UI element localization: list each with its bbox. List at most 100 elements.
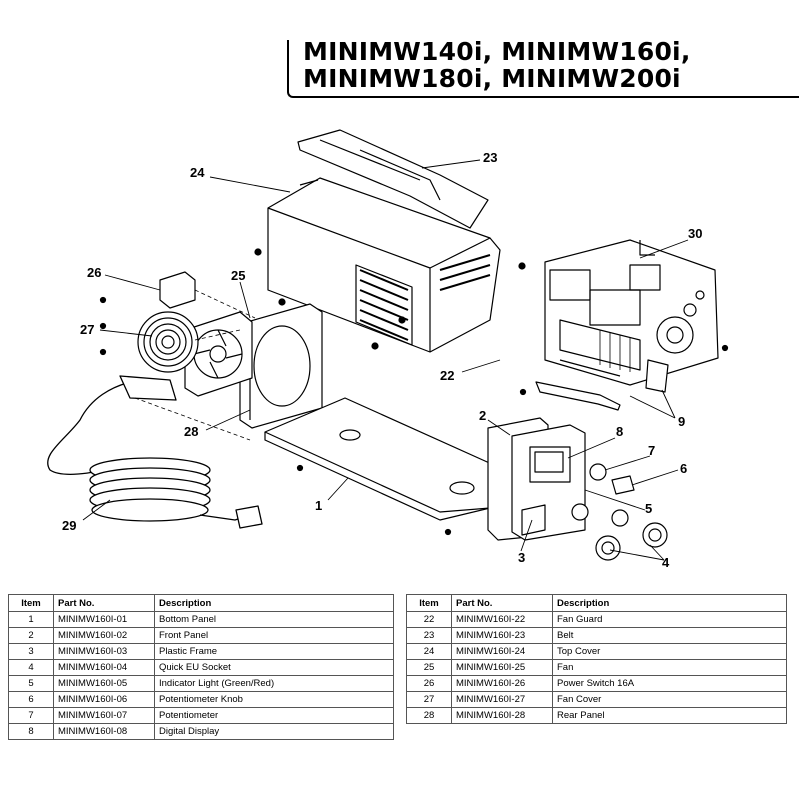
description-cell: Fan bbox=[552, 659, 787, 676]
part-no-cell: MINIMW160I-25 bbox=[451, 659, 553, 676]
description-cell: Top Cover bbox=[552, 643, 787, 660]
callout-8: 8 bbox=[616, 424, 623, 439]
item-cell: 8 bbox=[8, 723, 54, 740]
description-cell: Quick EU Socket bbox=[154, 659, 394, 676]
callout-27: 27 bbox=[80, 322, 94, 337]
callout-4: 4 bbox=[662, 555, 670, 570]
power-cable-part bbox=[47, 375, 263, 529]
item-cell: 27 bbox=[406, 691, 452, 708]
bracket-part bbox=[535, 381, 621, 411]
exploded-parts-diagram: 24 23 26 25 30 27 22 28 9 2 8 7 6 1 5 29… bbox=[47, 129, 729, 570]
item-cell: 3 bbox=[8, 643, 54, 660]
bottom-panel-part bbox=[264, 397, 506, 521]
description-cell: Fan Cover bbox=[552, 691, 787, 708]
part-no-cell: MINIMW160I-02 bbox=[53, 627, 155, 644]
quick-socket-part bbox=[571, 503, 668, 561]
callout-22: 22 bbox=[440, 368, 454, 383]
item-cell: 22 bbox=[406, 611, 452, 628]
item-cell: 1 bbox=[8, 611, 54, 628]
callout-26: 26 bbox=[87, 265, 101, 280]
part-no-cell: MINIMW160I-01 bbox=[53, 611, 155, 628]
description-cell: Fan Guard bbox=[552, 611, 787, 628]
callout-2: 2 bbox=[479, 408, 486, 423]
part-no-cell: MINIMW160I-08 bbox=[53, 723, 155, 740]
model-title-line-1: MINIMW140i, MINIMW160i, bbox=[303, 40, 691, 66]
callout-5: 5 bbox=[645, 501, 652, 516]
description-cell: Digital Display bbox=[154, 723, 394, 740]
top-cover-part bbox=[267, 177, 501, 353]
table-header-row: Item Part No. Description bbox=[406, 594, 787, 612]
part-no-cell: MINIMW160I-28 bbox=[451, 707, 553, 724]
item-cell: 24 bbox=[406, 643, 452, 660]
callout-7: 7 bbox=[648, 443, 655, 458]
description-column-header: Description bbox=[154, 594, 394, 612]
item-cell: 28 bbox=[406, 707, 452, 724]
callout-1: 1 bbox=[315, 498, 322, 513]
item-cell: 23 bbox=[406, 627, 452, 644]
description-cell: Belt bbox=[552, 627, 787, 644]
item-cell: 6 bbox=[8, 691, 54, 708]
callout-6: 6 bbox=[680, 461, 687, 476]
pcb-assembly-part bbox=[544, 239, 719, 386]
item-cell: 26 bbox=[406, 675, 452, 692]
description-cell: Bottom Panel bbox=[154, 611, 394, 628]
part-no-cell: MINIMW160I-24 bbox=[451, 643, 553, 660]
model-title-line-2: MINIMW180i, MINIMW200i bbox=[303, 64, 681, 93]
part-no-cell: MINIMW160I-05 bbox=[53, 675, 155, 692]
part-no-cell: MINIMW160I-04 bbox=[53, 659, 155, 676]
table-header-row: Item Part No. Description bbox=[8, 594, 394, 612]
power-switch-part bbox=[159, 271, 196, 309]
part-no-cell: MINIMW160I-27 bbox=[451, 691, 553, 708]
part-no-cell: MINIMW160I-03 bbox=[53, 643, 155, 660]
fan-cover-part bbox=[137, 311, 199, 373]
description-cell: Rear Panel bbox=[552, 707, 787, 724]
part-no-cell: MINIMW160I-06 bbox=[53, 691, 155, 708]
part-no-column-header: Part No. bbox=[53, 594, 155, 612]
item-cell: 5 bbox=[8, 675, 54, 692]
description-cell: Plastic Frame bbox=[154, 643, 394, 660]
callout-25: 25 bbox=[231, 268, 245, 283]
description-cell: Power Switch 16A bbox=[552, 675, 787, 692]
description-cell: Potentiometer Knob bbox=[154, 691, 394, 708]
fan-part bbox=[184, 311, 253, 397]
description-cell: Potentiometer bbox=[154, 707, 394, 724]
part-no-cell: MINIMW160I-22 bbox=[451, 611, 553, 628]
part-no-cell: MINIMW160I-07 bbox=[53, 707, 155, 724]
item-cell: 2 bbox=[8, 627, 54, 644]
item-cell: 4 bbox=[8, 659, 54, 676]
item-cell: 7 bbox=[8, 707, 54, 724]
callout-30: 30 bbox=[688, 226, 702, 241]
item-column-header: Item bbox=[406, 594, 452, 612]
callout-28: 28 bbox=[184, 424, 198, 439]
item-column-header: Item bbox=[8, 594, 54, 612]
belt-part bbox=[297, 129, 489, 229]
description-cell: Front Panel bbox=[154, 627, 394, 644]
callout-3: 3 bbox=[518, 550, 525, 565]
part-no-column-header: Part No. bbox=[451, 594, 553, 612]
item-cell: 25 bbox=[406, 659, 452, 676]
callout-24: 24 bbox=[190, 165, 205, 180]
description-column-header: Description bbox=[552, 594, 787, 612]
description-cell: Indicator Light (Green/Red) bbox=[154, 675, 394, 692]
callout-9: 9 bbox=[678, 414, 685, 429]
callout-29: 29 bbox=[62, 518, 76, 533]
model-title-box: MINIMW140i, MINIMW160i, MINIMW180i, MINI… bbox=[287, 40, 799, 98]
part-no-cell: MINIMW160I-26 bbox=[451, 675, 553, 692]
